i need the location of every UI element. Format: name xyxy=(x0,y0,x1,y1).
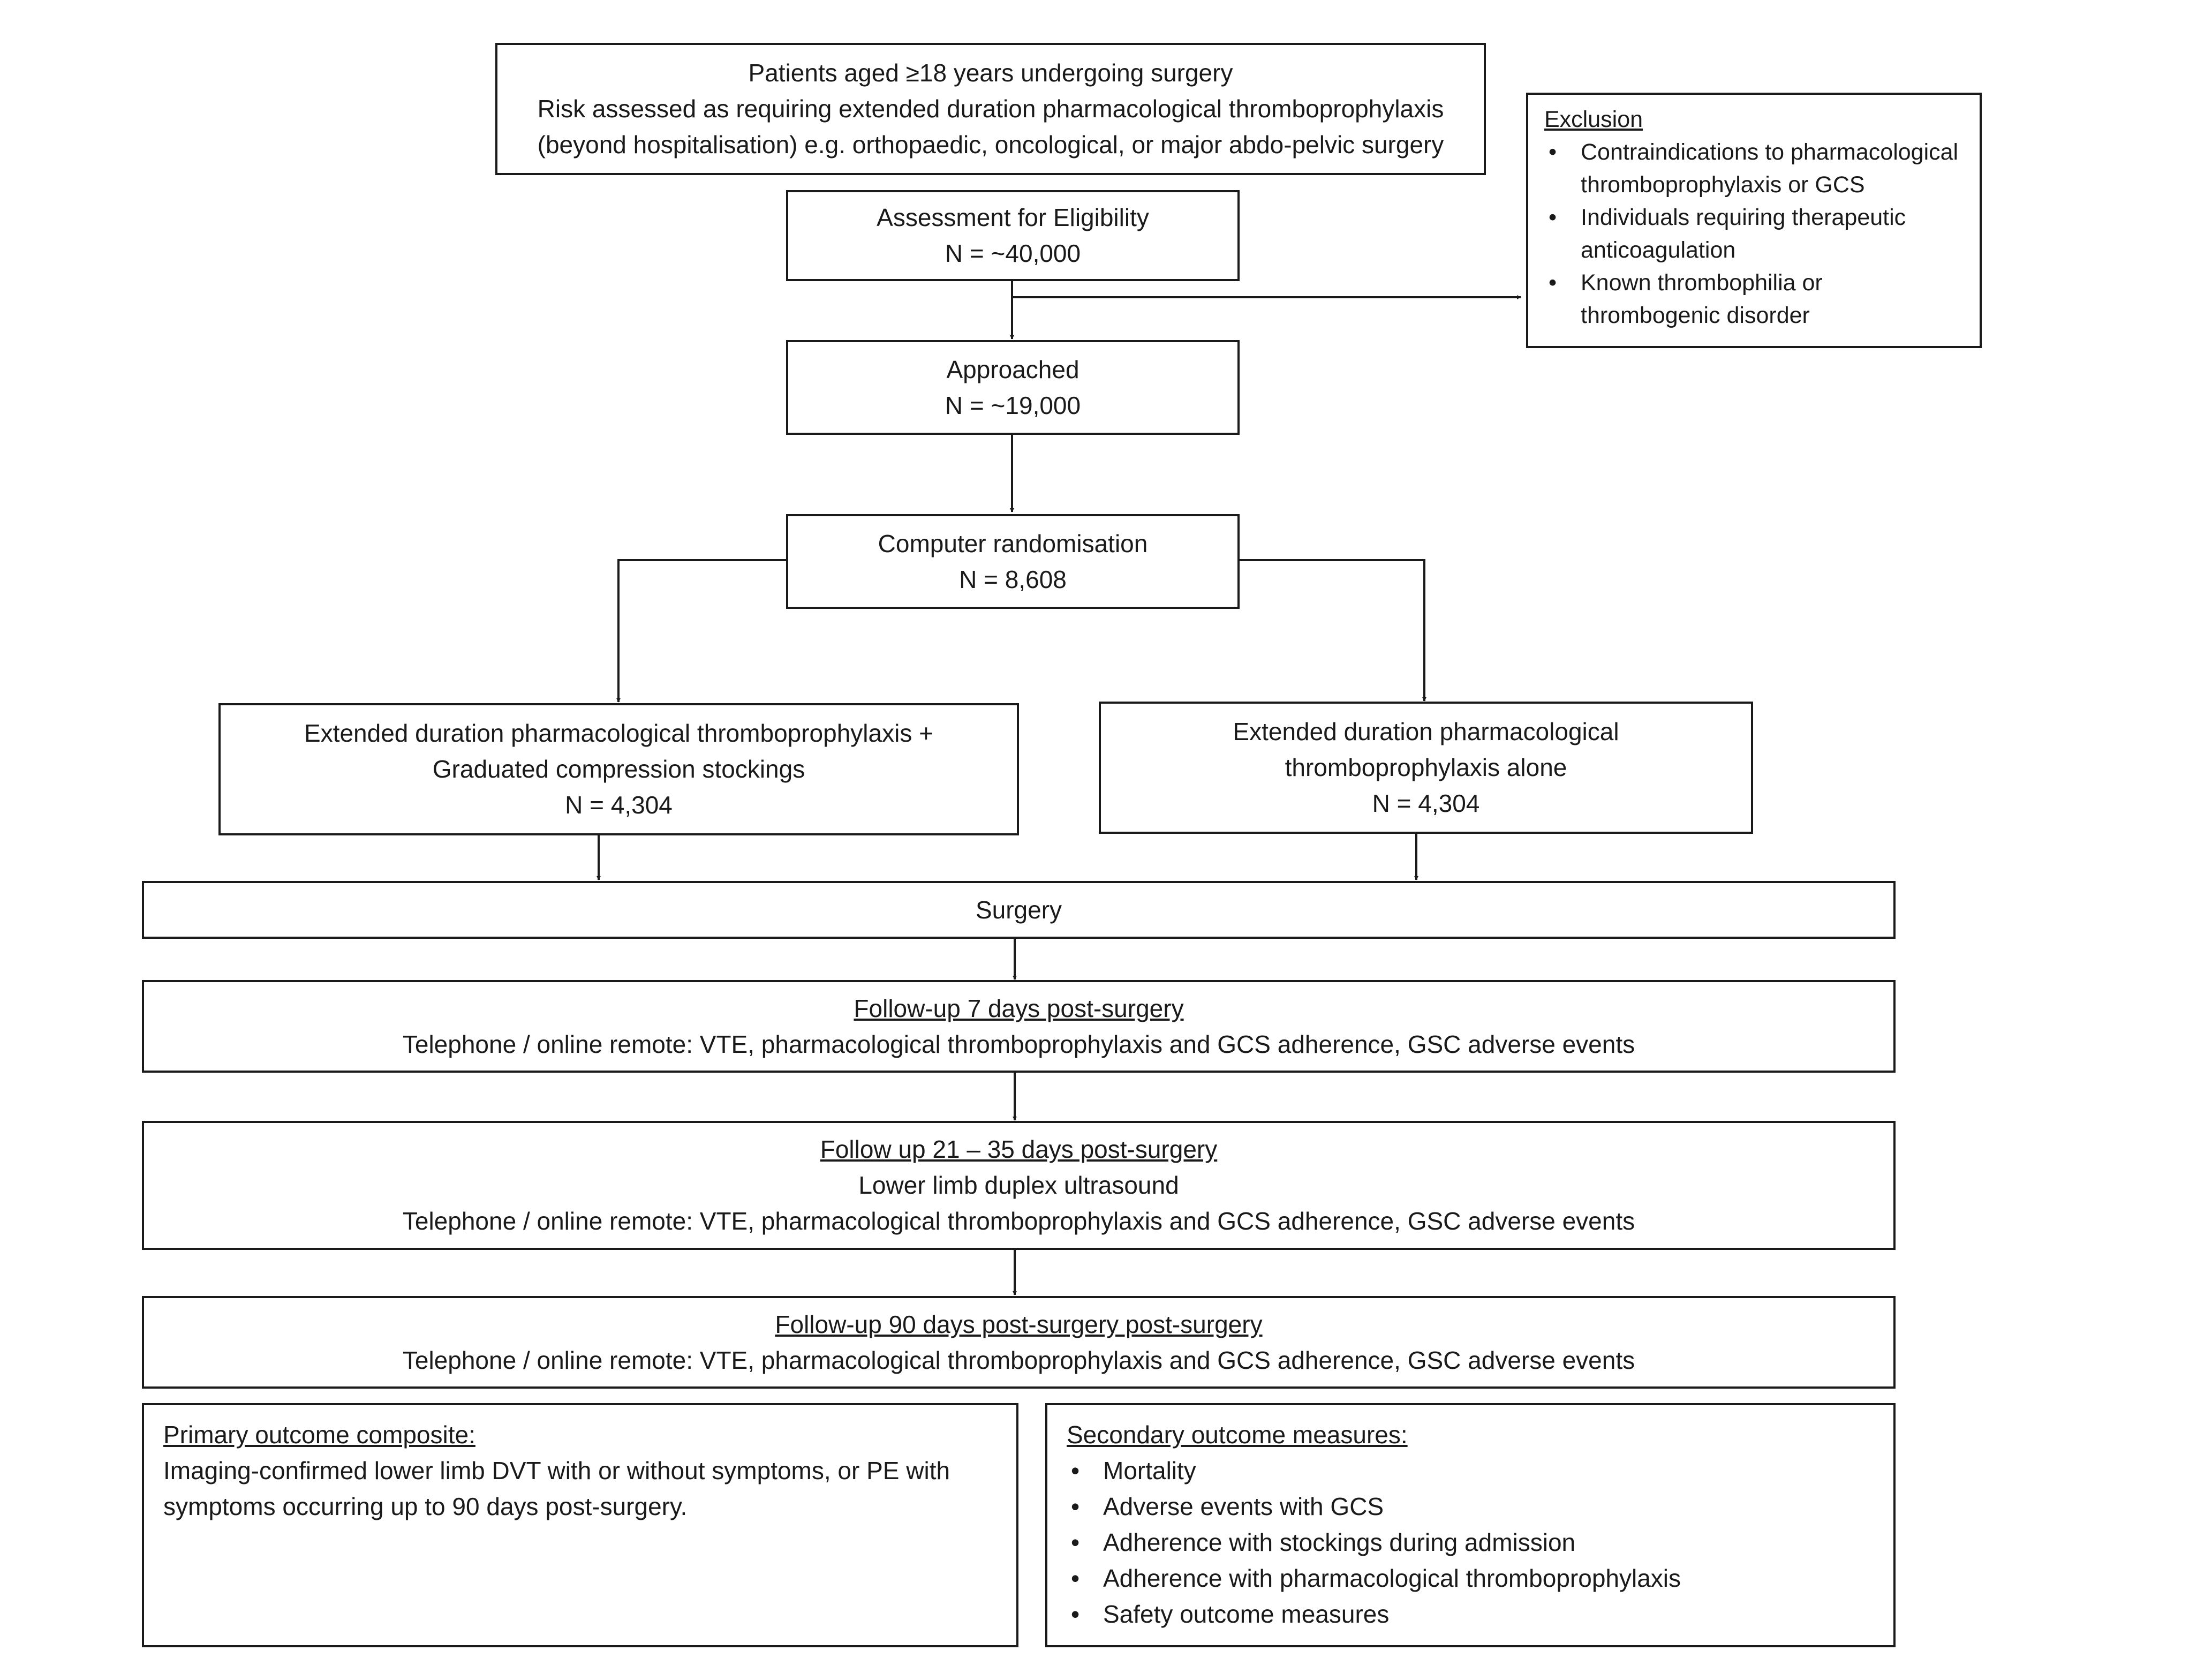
followup-7-title: Follow-up 7 days post-surgery xyxy=(854,994,1184,1022)
exclusion-item: Known thrombophilia or thrombogenic diso… xyxy=(1544,267,1964,332)
arm-alone-line-2: thromboprophylaxis alone xyxy=(1285,753,1567,781)
surgery-title: Surgery xyxy=(975,895,1062,924)
followup-7-box: Follow-up 7 days post-surgery Telephone … xyxy=(142,980,1896,1073)
eligibility-title: Assessment for Eligibility xyxy=(877,204,1149,231)
secondary-outcome-item: Adverse events with GCS xyxy=(1067,1489,1874,1525)
followup-21-detail: Telephone / online remote: VTE, pharmaco… xyxy=(402,1207,1635,1235)
secondary-outcome-item: Adherence with stockings during admissio… xyxy=(1067,1525,1874,1561)
exclusion-box: Exclusion Contraindications to pharmacol… xyxy=(1526,93,1982,348)
randomisation-count: N = 8,608 xyxy=(959,565,1067,593)
population-line-3: (beyond hospitalisation) e.g. orthopaedi… xyxy=(537,131,1444,159)
eligibility-box: Assessment for Eligibility N = ~40,000 xyxy=(786,190,1240,281)
primary-outcome-title: Primary outcome composite: xyxy=(163,1421,475,1449)
arrow-randomisation-to-alone-arm xyxy=(1239,559,1426,702)
primary-outcome-line-1: Imaging-confirmed lower limb DVT with or… xyxy=(163,1457,950,1484)
arm-gcs-count: N = 4,304 xyxy=(565,791,673,819)
approached-count: N = ~19,000 xyxy=(945,391,1081,419)
arm-gcs-line-1: Extended duration pharmacological thromb… xyxy=(304,719,933,747)
population-line-1: Patients aged ≥18 years undergoing surge… xyxy=(748,59,1233,87)
exclusion-list: Contraindications to pharmacological thr… xyxy=(1544,136,1964,332)
surgery-box: Surgery xyxy=(142,881,1896,939)
secondary-outcome-item: Safety outcome measures xyxy=(1067,1596,1874,1632)
randomisation-box: Computer randomisation N = 8,608 xyxy=(786,514,1240,609)
approached-title: Approached xyxy=(946,355,1079,383)
followup-90-detail: Telephone / online remote: VTE, pharmaco… xyxy=(402,1346,1635,1374)
secondary-outcome-item: Adherence with pharmacological thrombopr… xyxy=(1067,1561,1874,1596)
followup-90-box: Follow-up 90 days post-surgery post-surg… xyxy=(142,1296,1896,1389)
population-line-2: Risk assessed as requiring extended dura… xyxy=(537,95,1444,123)
randomisation-title: Computer randomisation xyxy=(878,529,1148,557)
followup-21-subtitle: Lower limb duplex ultrasound xyxy=(858,1171,1179,1199)
followup-21-title: Follow up 21 – 35 days post-surgery xyxy=(820,1135,1218,1163)
followup-90-title: Follow-up 90 days post-surgery post-surg… xyxy=(775,1310,1263,1338)
followup-7-detail: Telephone / online remote: VTE, pharmaco… xyxy=(402,1030,1635,1058)
arm-alone-count: N = 4,304 xyxy=(1372,789,1480,817)
arrow-randomisation-to-gcs-arm xyxy=(616,559,786,703)
arm-alone-line-1: Extended duration pharmacological xyxy=(1233,718,1619,745)
population-box: Patients aged ≥18 years undergoing surge… xyxy=(495,43,1486,175)
arm-alone-box: Extended duration pharmacological thromb… xyxy=(1099,702,1753,834)
secondary-outcome-list: Mortality Adverse events with GCS Adhere… xyxy=(1067,1453,1874,1632)
primary-outcome-box: Primary outcome composite: Imaging-confi… xyxy=(142,1403,1018,1647)
arm-gcs-line-2: Graduated compression stockings xyxy=(432,755,805,783)
secondary-outcome-item: Mortality xyxy=(1067,1453,1874,1489)
exclusion-title: Exclusion xyxy=(1544,107,1643,132)
followup-21-box: Follow up 21 – 35 days post-surgery Lowe… xyxy=(142,1121,1896,1250)
exclusion-item: Contraindications to pharmacological thr… xyxy=(1544,136,1964,201)
secondary-outcome-box: Secondary outcome measures: Mortality Ad… xyxy=(1045,1403,1896,1647)
secondary-outcome-title: Secondary outcome measures: xyxy=(1067,1421,1408,1449)
approached-box: Approached N = ~19,000 xyxy=(786,340,1240,435)
primary-outcome-line-2: symptoms occurring up to 90 days post-su… xyxy=(163,1493,688,1520)
exclusion-item: Individuals requiring therapeutic antico… xyxy=(1544,201,1964,267)
arm-gcs-box: Extended duration pharmacological thromb… xyxy=(218,703,1019,835)
eligibility-count: N = ~40,000 xyxy=(945,239,1081,267)
